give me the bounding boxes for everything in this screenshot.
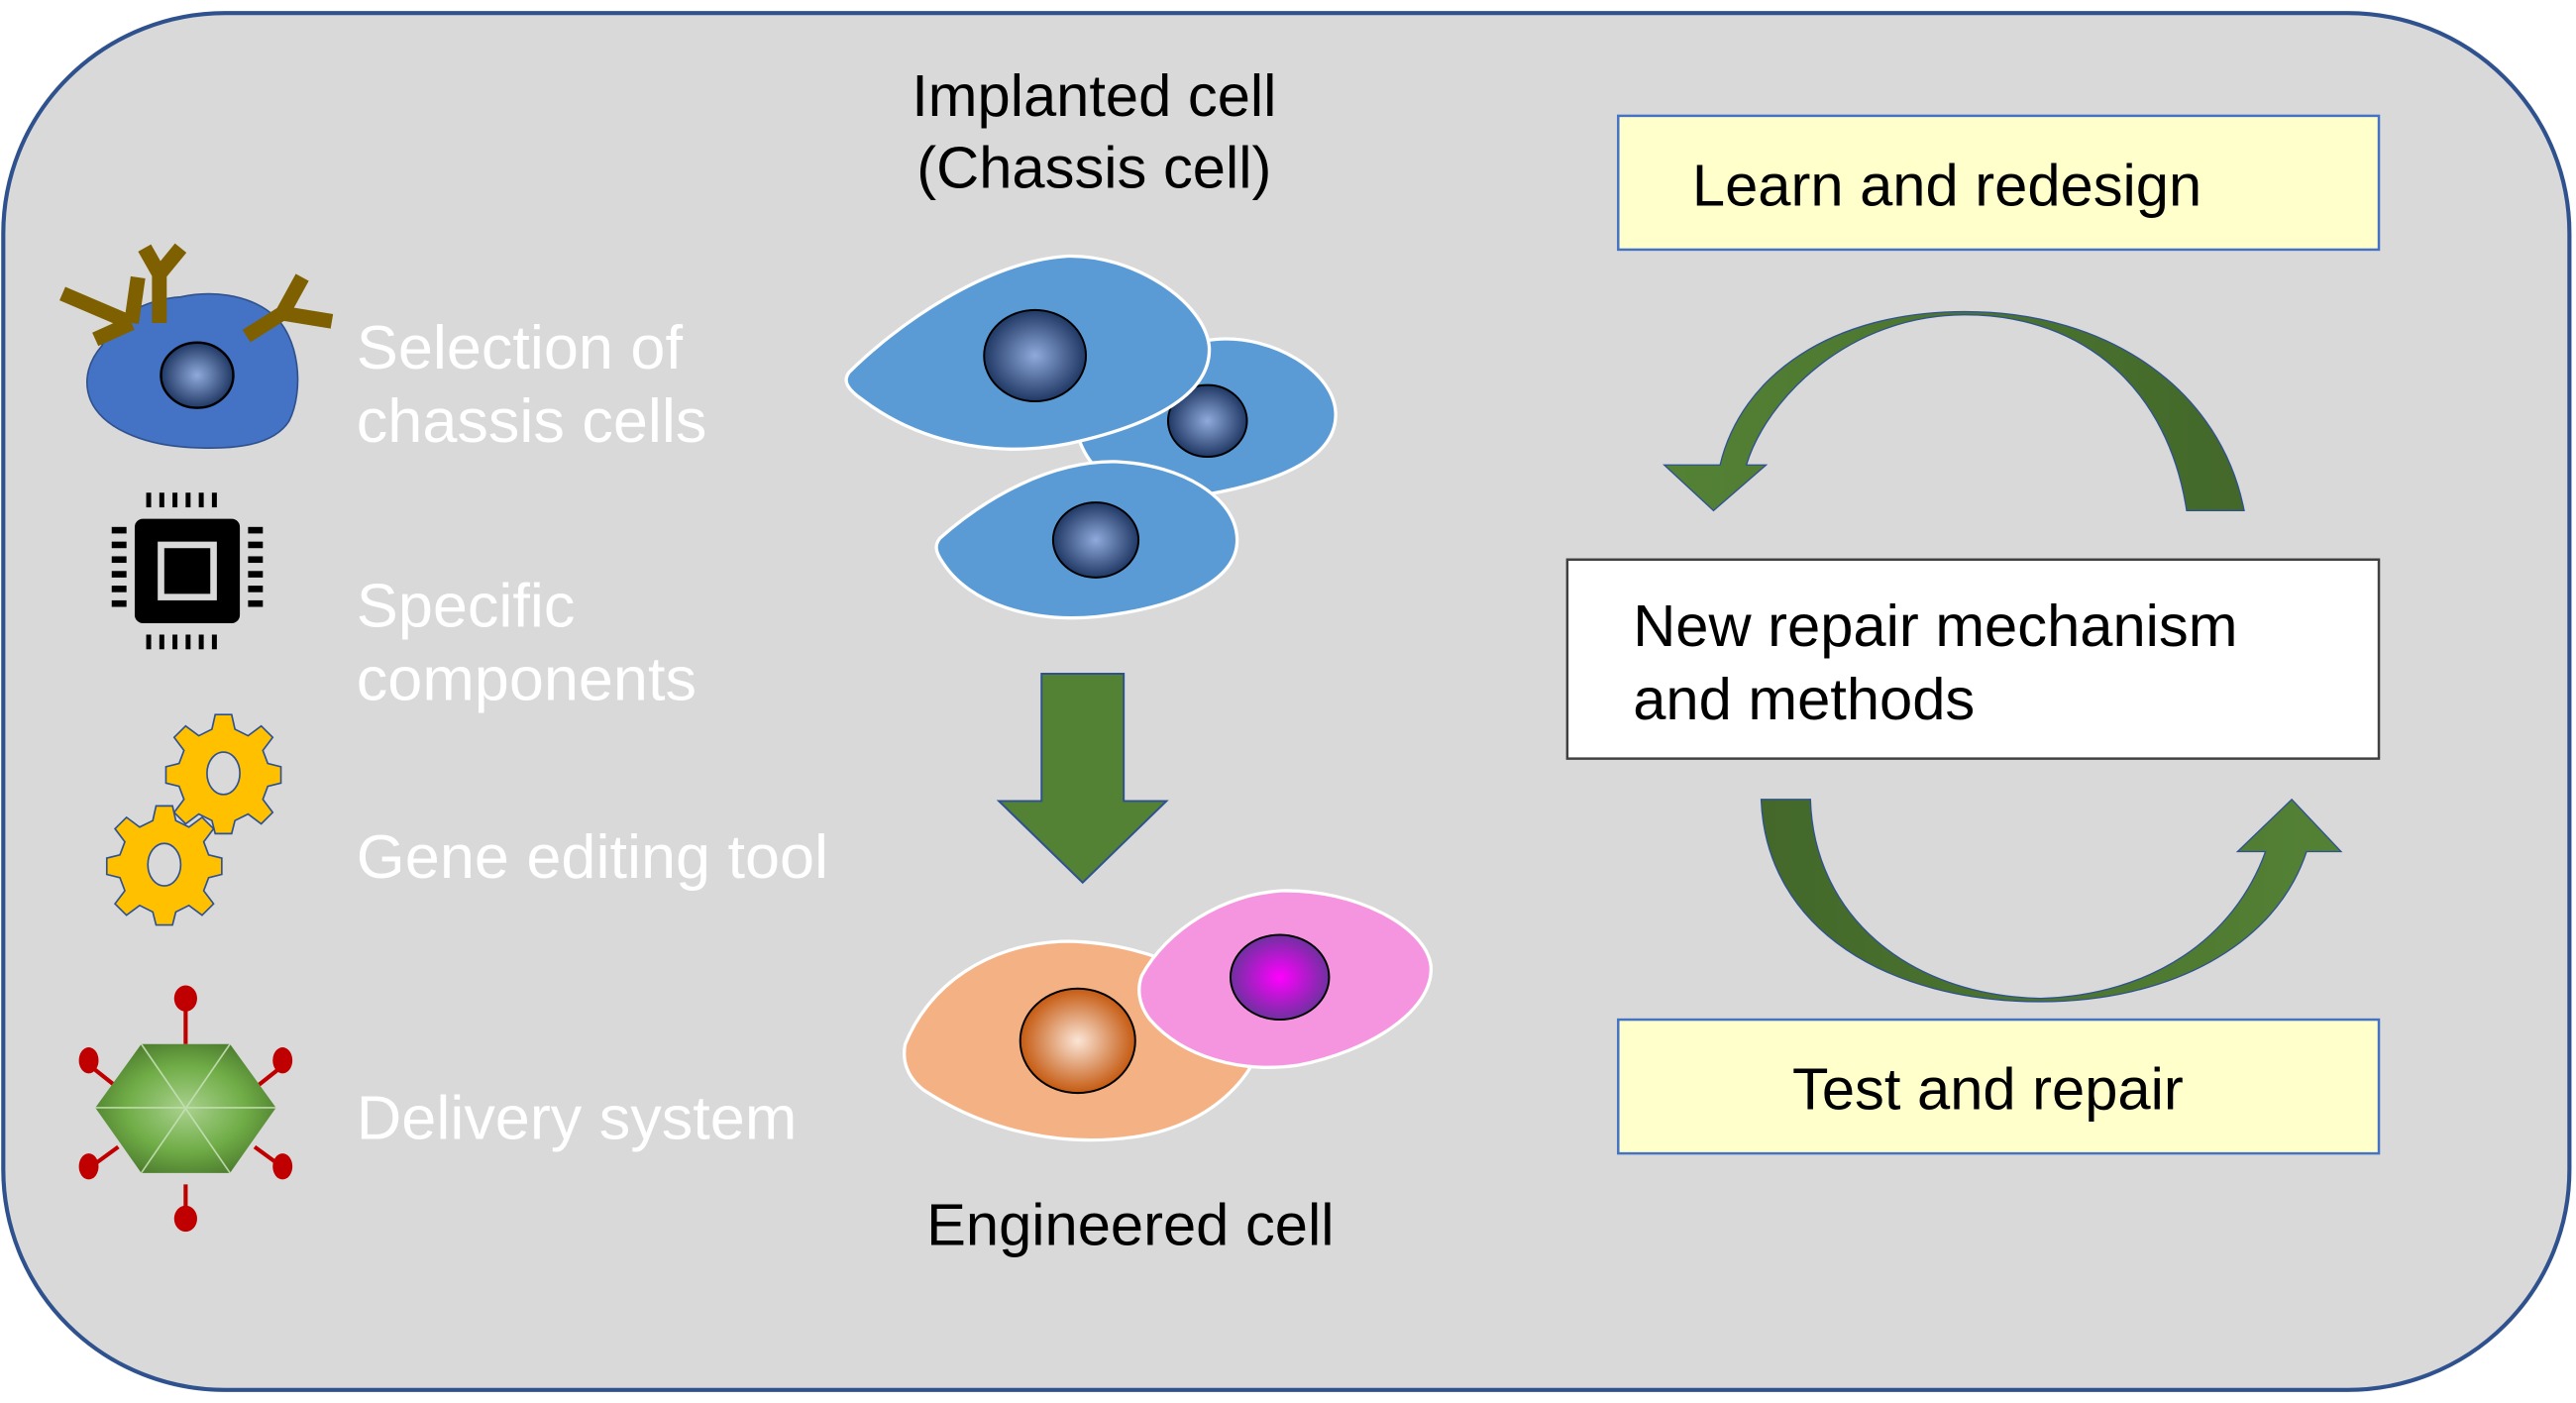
test-repair-label: Test and repair [1792, 1056, 2184, 1123]
implanted-cells-illustration [844, 254, 1338, 620]
left-item-label-line: Selection of [357, 313, 684, 382]
new-repair-mechanism-line: and methods [1633, 666, 1975, 732]
nucleus [1051, 501, 1140, 579]
gears-icon [105, 713, 282, 926]
left-item-label-line: Gene editing tool [357, 822, 828, 892]
engineered-cells-illustration [903, 889, 1433, 1142]
cycle-arrow-top [1663, 310, 2245, 512]
left-item-label-line: components [357, 645, 697, 714]
learn-redesign-box [1617, 114, 2381, 252]
nucleus [983, 308, 1088, 403]
new-repair-mechanism-line: New repair mechanism [1633, 593, 2237, 659]
down-arrow-icon [996, 673, 1169, 885]
engineered-cell-label: Engineered cell [926, 1191, 1334, 1257]
implanted-cell-subtitle: (Chassis cell) [916, 135, 1271, 201]
test-repair-box [1617, 1018, 2381, 1155]
nucleus [1166, 383, 1248, 459]
cycle-arrow-bottom [1760, 798, 2343, 1003]
nucleus [1019, 987, 1136, 1095]
virus-capsid-icon [78, 985, 293, 1233]
chassis-cell-icon [59, 243, 334, 450]
implanted-cell-title: Implanted cell [912, 62, 1276, 129]
microchip-icon [111, 492, 264, 650]
nucleus [1229, 933, 1331, 1022]
new-repair-mechanism-box [1565, 558, 2381, 760]
left-item-label-line: Specific [357, 571, 576, 640]
learn-redesign-label: Learn and redesign [1692, 153, 2201, 219]
left-item-label-line: Delivery system [357, 1083, 797, 1152]
left-item-label-line: chassis cells [357, 386, 707, 456]
